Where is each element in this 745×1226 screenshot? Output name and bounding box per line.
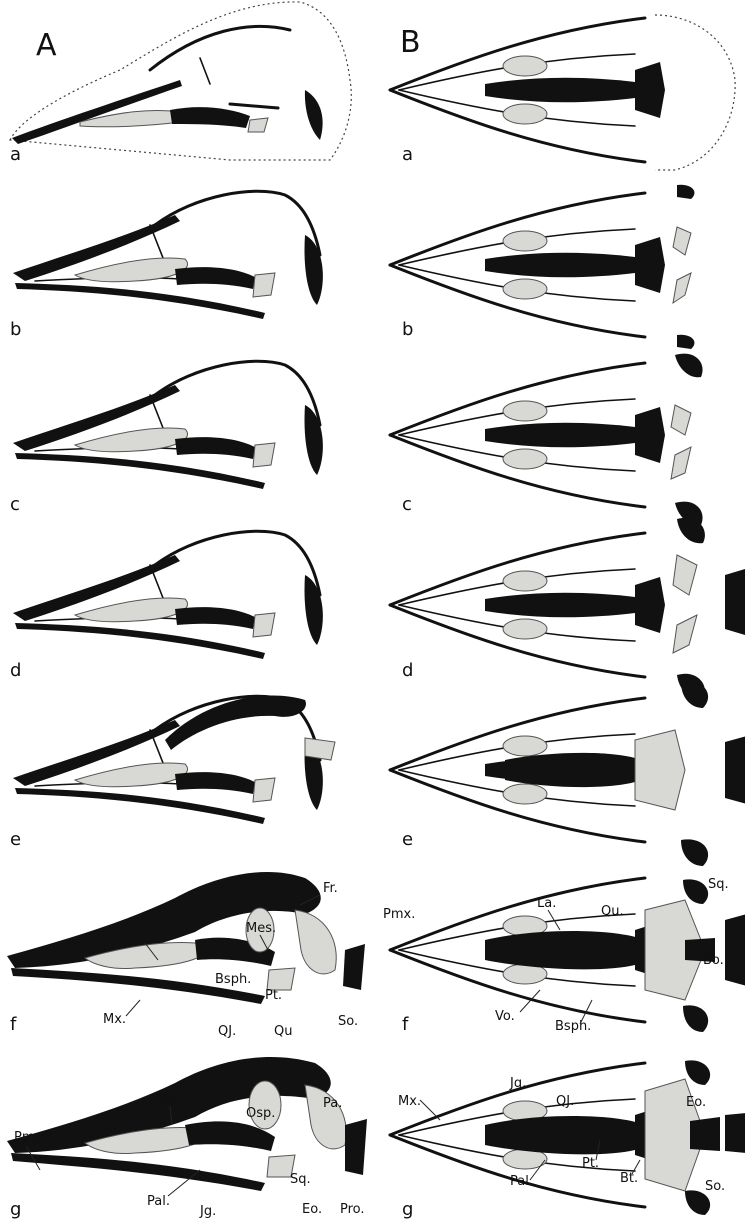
label-bo-b: Bo. [703, 953, 724, 968]
stage-label-g-right: g [402, 1199, 413, 1220]
label-sq-b: Sq. [708, 877, 729, 892]
stage-label-e-left: e [10, 829, 21, 850]
stage-c-ventral [390, 354, 703, 526]
stage-label-b-right: b [402, 319, 413, 340]
label-sq: Sq. [290, 1172, 311, 1187]
label-bsph-b: Bsph. [555, 1019, 591, 1034]
label-la-b: La. [537, 896, 556, 911]
stage-label-f-left: f [10, 1014, 17, 1035]
label-pmx: Pmx [14, 1130, 43, 1145]
stage-b-ventral [390, 185, 694, 349]
column-heading-b: B [400, 25, 421, 60]
stage-g-ventral [390, 1060, 745, 1215]
stage-d-lateral [13, 531, 323, 659]
label-fr: Fr. [323, 881, 338, 896]
label-mx-b: Mx. [398, 1094, 421, 1109]
stage-label-c-left: c [10, 494, 20, 515]
label-so: So. [338, 1014, 358, 1029]
label-osp: Osp. [246, 1106, 275, 1121]
stage-a-lateral [10, 2, 351, 160]
stage-b-lateral [13, 191, 323, 319]
stage-label-f-right: f [402, 1014, 409, 1035]
label-bsph: Bsph. [215, 972, 251, 987]
stage-c-lateral [13, 361, 323, 489]
stage-label-a-left: a [10, 144, 21, 165]
label-pro: Pro. [340, 1202, 365, 1217]
label-qj: QJ. [218, 1024, 236, 1039]
stage-d-ventral [390, 518, 745, 700]
label-eo: Eo. [302, 1202, 322, 1217]
stage-label-d-left: d [10, 660, 21, 681]
label-eo-b: Eo. [686, 1095, 706, 1110]
label-pt: Pt. [265, 988, 282, 1003]
label-mx: Mx. [103, 1012, 126, 1027]
label-la: La [130, 929, 145, 944]
label-pmx-b: Pmx. [383, 907, 415, 922]
label-pa: Pa. [323, 1096, 342, 1111]
label-jg-b: Jg. [509, 1076, 526, 1091]
label-qj-b: QJ. [556, 1094, 574, 1109]
stage-label-d-right: d [402, 660, 413, 681]
column-heading-a: A [36, 28, 57, 63]
label-jg: Jg. [199, 1204, 216, 1219]
label-na: Na [158, 1091, 176, 1106]
label-so-b: So. [705, 1179, 725, 1194]
label-qu: Qu [274, 1024, 292, 1039]
stage-e-ventral [390, 681, 745, 866]
label-bt-b: Bt. [620, 1171, 638, 1186]
stage-a-ventral [390, 15, 735, 170]
stage-label-g-left: g [10, 1199, 21, 1220]
stage-label-c-right: c [402, 494, 412, 515]
stage-label-b-left: b [10, 319, 21, 340]
stage-label-a-right: a [402, 144, 413, 165]
stage-f-ventral [390, 878, 745, 1032]
stage-f-lateral [7, 872, 365, 1004]
stage-e-lateral [13, 696, 335, 824]
label-mes: Mes. [246, 921, 276, 936]
stage-label-e-right: e [402, 829, 413, 850]
label-qu-b: Qu. [601, 904, 624, 919]
label-pal-b: Pal. [510, 1174, 533, 1189]
stage-g-lateral [7, 1057, 367, 1191]
label-pal: Pal. [147, 1194, 170, 1209]
label-vo-b: Vo. [495, 1009, 515, 1024]
